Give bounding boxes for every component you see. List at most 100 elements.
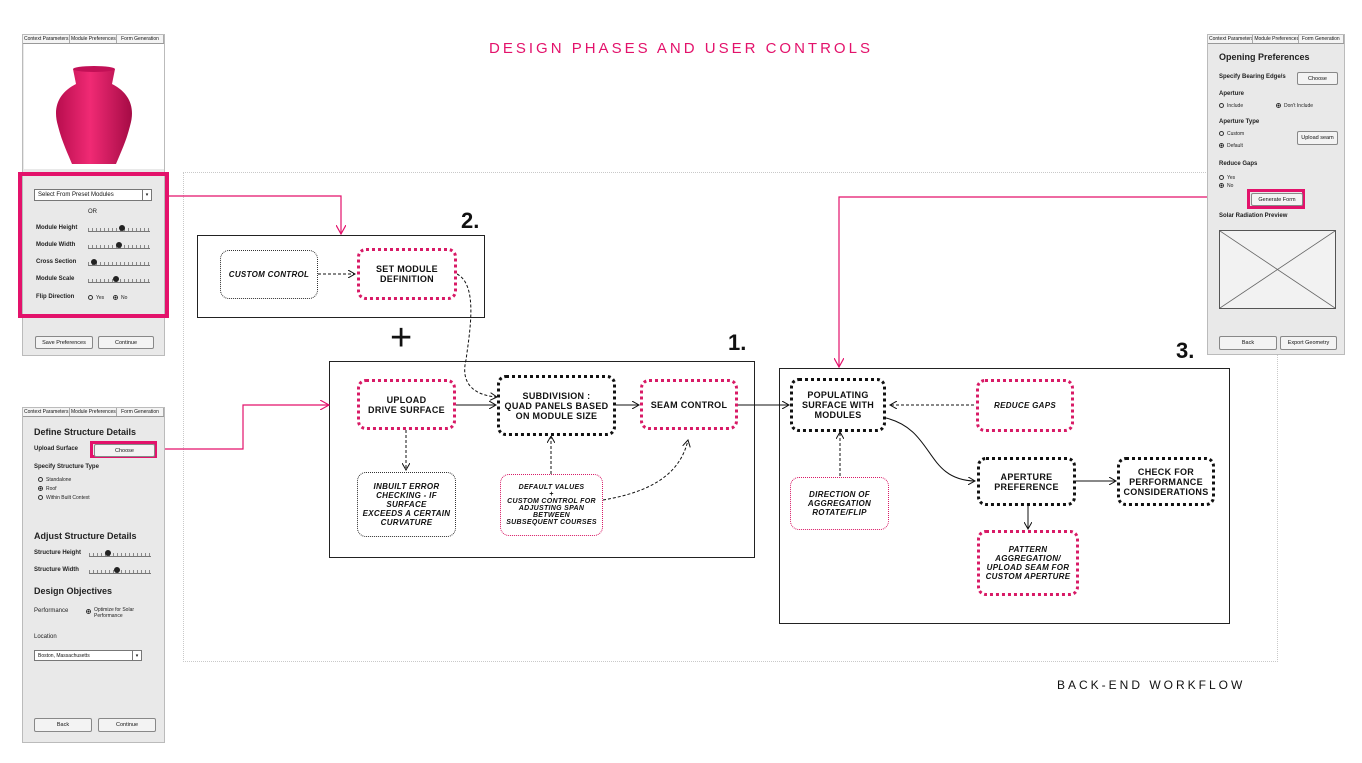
set-module-definition-node: SET MODULE DEFINITION	[357, 248, 457, 300]
tab-form-generation[interactable]: Form Generation	[117, 35, 164, 43]
tab-context-parameters[interactable]: Context Parameters	[24, 35, 70, 43]
default-values-node: DEFAULT VALUES + CUSTOM CONTROL FOR ADJU…	[500, 474, 603, 536]
save-preferences-button[interactable]: Save Preferences	[35, 336, 93, 349]
gaps-no-label: No	[1227, 183, 1234, 189]
radio-icon[interactable]	[1219, 103, 1224, 109]
vase-preview	[24, 44, 164, 169]
structure-width-slider[interactable]	[89, 567, 151, 574]
slider-knob[interactable]	[116, 242, 122, 248]
vase-shape	[56, 66, 132, 164]
pattern-aggregation-node: PATTERN AGGREGATION/ UPLOAD SEAM FOR CUS…	[977, 530, 1079, 596]
module-scale-label: Module Scale	[36, 276, 75, 282]
or-label: OR	[88, 209, 97, 215]
tab-module-preferences[interactable]: Module Preferences	[71, 35, 117, 43]
type-roof-radio[interactable]: Roof	[38, 486, 57, 492]
chevron-down-icon[interactable]: ▾	[132, 651, 141, 660]
radio-icon[interactable]	[38, 477, 43, 483]
structure-height-slider[interactable]	[89, 550, 151, 557]
tab-module-preferences[interactable]: Module Preferences	[1254, 35, 1299, 43]
panel-tabs: Context Parameters Module Preferences Fo…	[1208, 35, 1344, 44]
module-width-slider[interactable]	[88, 242, 150, 249]
tab-form-generation[interactable]: Form Generation	[1299, 35, 1344, 43]
aperture-dont-label: Don't Include	[1284, 103, 1314, 109]
cross-section-slider[interactable]	[88, 259, 150, 266]
flip-direction-label: Flip Direction	[36, 294, 75, 300]
panel-tabs: Context Parameters Module Preferences Fo…	[23, 408, 164, 417]
flip-no-radio[interactable]: No	[113, 295, 127, 301]
structure-type-label: Specify Structure Type	[34, 464, 99, 470]
radio-icon[interactable]	[1219, 175, 1224, 181]
optimize-solar-radio[interactable]: Optimize for Solar Performance	[86, 607, 134, 619]
phase-1-number: 1.	[728, 330, 747, 355]
reduce-gaps-label: Reduce Gaps	[1219, 161, 1258, 167]
choose-bearing-button[interactable]: Choose	[1297, 72, 1338, 85]
back-button[interactable]: Back	[34, 718, 92, 732]
type-standalone-label: Standalone	[46, 477, 72, 483]
module-controls: Select From Preset Modules ▾ OR Module H…	[22, 176, 165, 314]
radio-icon[interactable]	[88, 295, 93, 301]
inbuilt-error-checking-node: INBUILT ERROR CHECKING - IF SURFACE EXCE…	[357, 472, 456, 537]
slider-knob[interactable]	[119, 225, 126, 231]
radio-icon[interactable]	[38, 486, 43, 492]
continue-button[interactable]: Continue	[98, 718, 156, 732]
choose-surface-button[interactable]: Choose	[94, 444, 155, 457]
module-controls-highlight	[18, 172, 169, 318]
tab-form-generation[interactable]: Form Generation	[117, 408, 164, 416]
upload-seam-button[interactable]: Upload seam	[1297, 131, 1338, 145]
direction-of-aggregation-node: DIRECTION OF AGGREGATION ROTATE/FLIP	[790, 477, 889, 530]
location-value: Boston, Massachusetts	[38, 652, 90, 659]
slider-knob[interactable]	[113, 567, 120, 573]
flip-yes-radio[interactable]: Yes	[88, 295, 104, 301]
solar-preview-placeholder	[1219, 230, 1336, 309]
export-geometry-button[interactable]: Export Geometry	[1280, 336, 1337, 350]
define-structure-heading: Define Structure Details	[34, 427, 137, 437]
placeholder-cross-icon	[1219, 230, 1336, 309]
aperture-preference-node: APERTURE PREFERENCE	[977, 457, 1076, 506]
aperture-type-label: Aperture Type	[1219, 119, 1260, 125]
back-button[interactable]: Back	[1219, 336, 1277, 350]
radio-icon[interactable]	[1276, 103, 1281, 109]
panel-tabs: Context Parameters Module Preferences Fo…	[23, 35, 164, 44]
tab-module-preferences[interactable]: Module Preferences	[71, 408, 117, 416]
structure-panel: Context Parameters Module Preferences Fo…	[22, 407, 165, 743]
module-height-slider[interactable]	[88, 225, 150, 232]
backend-workflow-label: BACK-END WORKFLOW	[1057, 678, 1246, 692]
seam-control-node: SEAM CONTROL	[640, 379, 738, 430]
bearing-edge-label: Specify Bearing Edge/s	[1219, 74, 1286, 80]
radio-icon[interactable]	[113, 295, 118, 301]
aperture-dont-radio[interactable]: Don't Include	[1276, 103, 1313, 109]
flip-yes-label: Yes	[96, 295, 105, 301]
adjust-structure-heading: Adjust Structure Details	[34, 531, 137, 541]
location-select[interactable]: Boston, Massachusetts ▾	[34, 650, 142, 661]
radio-icon[interactable]	[1219, 131, 1224, 137]
radio-icon[interactable]	[86, 609, 91, 614]
structure-width-label: Structure Width	[34, 567, 79, 573]
phase-3-number: 3.	[1176, 338, 1195, 363]
gaps-no-radio[interactable]: No	[1219, 183, 1233, 189]
type-standalone-radio[interactable]: Standalone	[38, 477, 71, 483]
cross-section-label: Cross Section	[36, 259, 77, 265]
tab-context-parameters[interactable]: Context Parameters	[1209, 35, 1254, 43]
continue-button[interactable]: Continue	[98, 336, 154, 349]
tab-context-parameters[interactable]: Context Parameters	[24, 408, 70, 416]
preset-modules-value: Select From Preset Modules	[38, 192, 114, 198]
type-built-context-radio[interactable]: Within Built Context	[38, 495, 90, 501]
generate-form-button[interactable]: Generate Form	[1251, 193, 1303, 206]
solar-preview-label: Solar Radiation Preview	[1219, 213, 1288, 219]
module-scale-slider[interactable]	[88, 276, 150, 283]
radio-icon[interactable]	[1219, 143, 1224, 149]
generate-form-highlight	[1247, 189, 1305, 209]
aperture-include-radio[interactable]: Include	[1219, 103, 1243, 109]
slider-knob[interactable]	[91, 259, 98, 265]
gaps-yes-radio[interactable]: Yes	[1219, 175, 1235, 181]
radio-icon[interactable]	[1219, 183, 1224, 189]
type-roof-label: Roof	[46, 486, 57, 492]
type-custom-radio[interactable]: Custom	[1219, 131, 1244, 137]
slider-knob[interactable]	[104, 550, 111, 556]
chevron-down-icon[interactable]: ▾	[142, 190, 151, 200]
preset-modules-select[interactable]: Select From Preset Modules ▾	[34, 189, 152, 201]
radio-icon[interactable]	[38, 495, 43, 501]
module-height-label: Module Height	[36, 225, 78, 231]
type-default-radio[interactable]: Default	[1219, 143, 1243, 149]
slider-knob[interactable]	[112, 276, 119, 282]
